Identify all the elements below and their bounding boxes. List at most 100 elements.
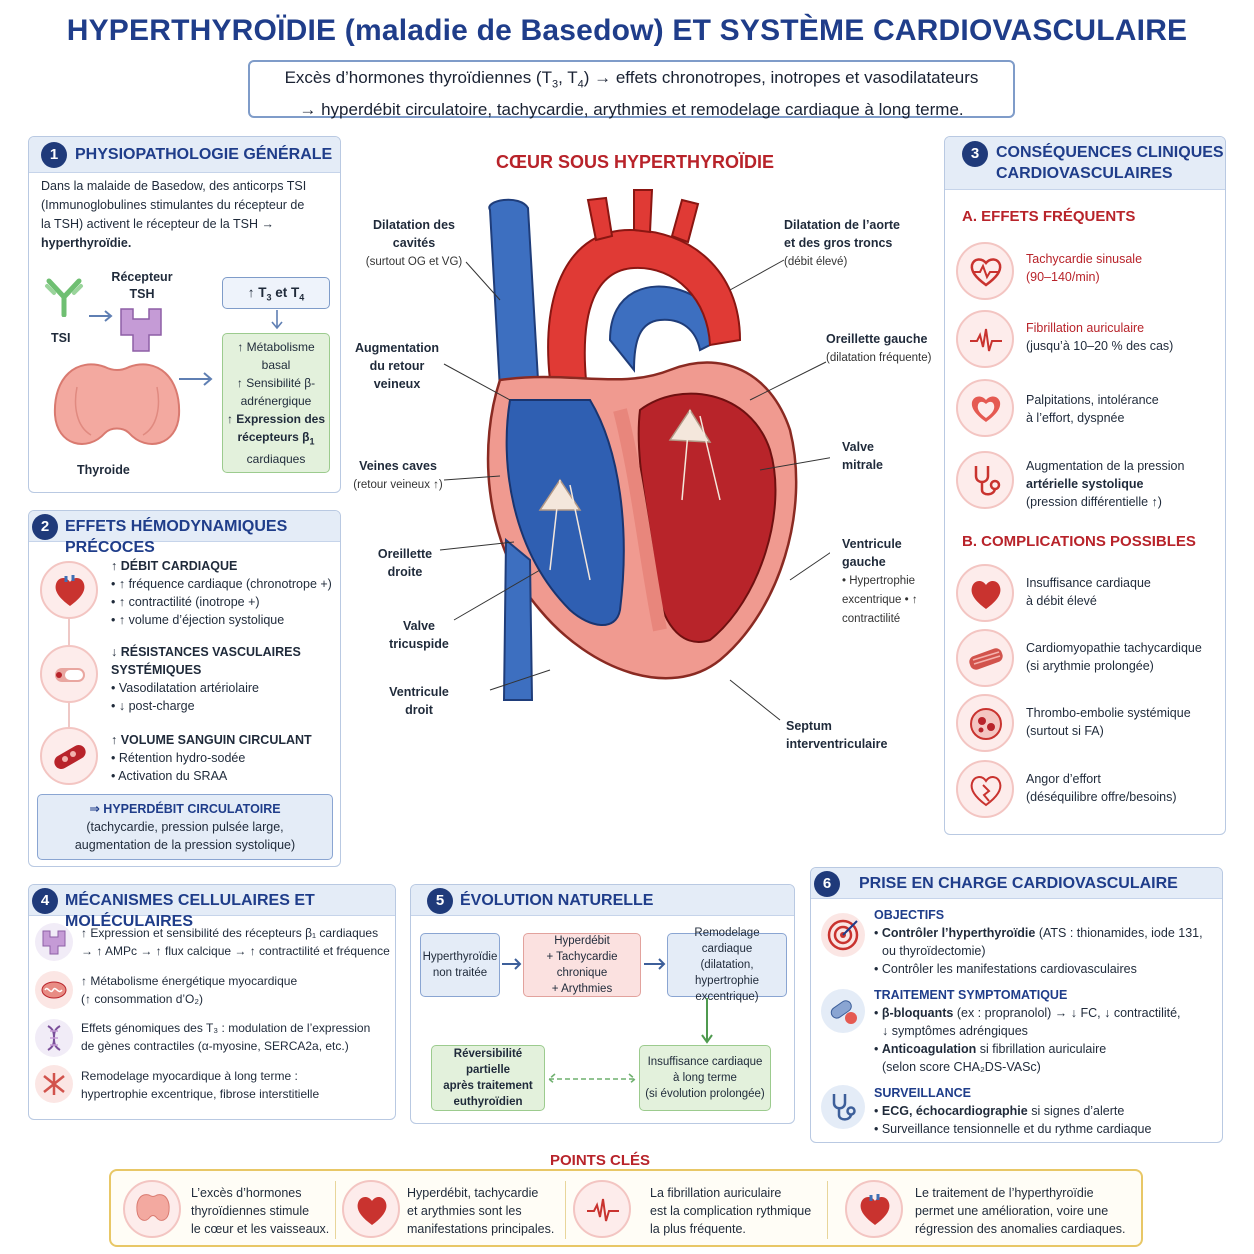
label-oreillette-gauche: Oreillette gauche(dilatation fréquente): [826, 332, 932, 364]
heart-rate-icon: [956, 242, 1014, 300]
heart-icon: [342, 1180, 400, 1238]
hyperdebit-result-box: ⇒ HYPERDÉBIT CIRCULATOIRE (tachycardie, …: [37, 794, 333, 860]
target-icon: [821, 913, 865, 957]
panel-hemodynamic: 2 EFFETS HÉMODYNAMIQUES PRÉCOCES ↑ DÉBIT…: [28, 510, 341, 867]
angina-heart-icon: [956, 760, 1014, 818]
hemo-item-1: ↑ DÉBIT CARDIAQUE • ↑ fréquence cardiaqu…: [111, 559, 332, 627]
panel-physiopathology: 1 PHYSIOPATHOLOGIE GÉNÉRALE Dans la mala…: [28, 136, 341, 493]
clinical-a-2: Fibrillation auriculaire(jusqu’à 10–20 %…: [1026, 321, 1174, 353]
flow-hyperdebit: Hyperdébit+ Tachycardie chronique+ Aryth…: [523, 933, 641, 997]
arrow-icon: [179, 372, 213, 386]
mechanism-4: Remodelage myocardique à long terme :hyp…: [81, 1069, 320, 1101]
arrow-icon: [502, 958, 522, 970]
heart-illustration: [486, 189, 798, 701]
intro-box: Excès d’hormones thyroïdiennes (T3, T4) …: [248, 60, 1015, 119]
key-points-title: POINTS CLÉS: [549, 1152, 650, 1169]
section-title: PHYSIOPATHOLOGIE GÉNÉRALE: [75, 146, 333, 163]
flow-remodeling: Remodelage cardiaque(dilatation, hypertr…: [667, 927, 787, 1003]
panel-header: 2 EFFETS HÉMODYNAMIQUES PRÉCOCES: [29, 511, 340, 556]
hormone-box: ↑ T3 et T4: [222, 277, 330, 309]
label-ventricule-gauche: Ventricule gauche• Hypertrophie excentri…: [842, 537, 918, 625]
section-number: 3: [962, 141, 988, 167]
vessel-icon: [40, 645, 98, 703]
leader-lines: [439, 259, 830, 721]
mechanism-3: Effets génomiques des T₃ : modulation de…: [81, 1021, 371, 1053]
intro-line-2: → hyperdébit circulatoire, tachycardie, …: [299, 100, 964, 120]
label-oreillette-droite: Oreillette droite: [377, 547, 433, 579]
thyroid-label: Thyroide: [77, 463, 130, 477]
dna-icon: [35, 1019, 73, 1057]
management-treatment: TRAITEMENT SYMPTOMATIQUE • β-bloquants (…: [874, 988, 1181, 1074]
hemo-item-2: ↓ RÉSISTANCES VASCULAIRES SYSTÉMIQUES • …: [111, 645, 301, 713]
stethoscope-icon: [956, 451, 1014, 509]
section-title: MÉCANISMES CELLULAIRES ET MOLÉCULAIRES: [65, 892, 315, 930]
clinical-b-4: Angor d’effort(déséquilibre offre/besoin…: [1026, 772, 1177, 804]
hemo-item-3: ↑ VOLUME SANGUIN CIRCULANT • Rétention h…: [111, 733, 312, 783]
physio-text: Dans la malaide de Basedow, des anticorp…: [41, 179, 307, 250]
intro-line-1: Excès d’hormones thyroïdiennes (T3, T4) …: [284, 68, 979, 91]
effects-box: ↑ Métabolisme basal ↑ Sensibilité β-adré…: [222, 333, 330, 473]
blood-vessel-icon: [40, 727, 98, 785]
section-number: 2: [32, 514, 58, 540]
label-ventricule-droit: Ventricule droit: [389, 685, 449, 717]
ecg-icon: [573, 1180, 631, 1238]
label-dilatation-cavites: Dilatation des cavités(surtout OG et VG): [365, 218, 463, 268]
subsection-a-title: A. EFFETS FRÉQUENTS: [962, 208, 1136, 225]
divider: [565, 1181, 566, 1239]
section-number: 4: [32, 888, 58, 914]
divider: [827, 1181, 828, 1239]
mechanism-1: ↑ Expression et sensibilité des récepteu…: [81, 926, 390, 958]
palpitation-heart-icon: [956, 379, 1014, 437]
heart-icon: [845, 1180, 903, 1238]
mitochondria-icon: [35, 971, 73, 1009]
thyroid-icon: [53, 363, 181, 445]
antibody-icon: [45, 278, 83, 317]
label-septum: Septum interventriculaire: [786, 719, 888, 751]
section-number: 1: [41, 142, 67, 168]
section-title: ÉVOLUTION NATURELLE: [460, 892, 654, 909]
label-dilatation-aorte: Dilatation de l’aorte et des gros troncs…: [784, 218, 900, 268]
management-surveillance: SURVEILLANCE • ECG, échocardiographie si…: [874, 1086, 1152, 1136]
thyroid-icon: [123, 1180, 181, 1238]
section-title: PRISE EN CHARGE CARDIOVASCULAIRE: [859, 875, 1178, 892]
subsection-b-title: B. COMPLICATIONS POSSIBLES: [962, 533, 1196, 550]
panel-header: 6 PRISE EN CHARGE CARDIOVASCULAIRE: [811, 868, 1222, 899]
panel-header: 5 ÉVOLUTION NATURELLE: [411, 885, 794, 916]
label-valve-tricuspide: Valve tricuspide: [389, 619, 449, 651]
panel-header: 1 PHYSIOPATHOLOGIE GÉNÉRALE: [29, 137, 340, 173]
clinical-b-2: Cardiomyopathie tachycardique(si arythmi…: [1026, 641, 1202, 673]
panel-management: 6 PRISE EN CHARGE CARDIOVASCULAIRE OBJEC…: [810, 867, 1223, 1143]
divider: [335, 1181, 336, 1239]
receptor-icon: [35, 923, 73, 961]
clinical-b-3: Thrombo-embolie systémique(surtout si FA…: [1026, 706, 1191, 738]
panel-mechanisms: 4 MÉCANISMES CELLULAIRES ET MOLÉCULAIRES…: [28, 884, 396, 1120]
mechanism-2: ↑ Métabolisme énergétique myocardique(↑ …: [81, 974, 298, 1006]
page-title: HYPERTHYROÏDIE (maladie de Basedow) ET S…: [66, 14, 1188, 47]
thrombus-icon: [956, 694, 1014, 752]
label-valve-mitrale: Valve mitrale: [842, 440, 883, 472]
arrow-down-icon: [271, 310, 283, 330]
section-title: EFFETS HÉMODYNAMIQUES PRÉCOCES: [65, 518, 288, 556]
muscle-fiber-icon: [956, 629, 1014, 687]
fibrosis-icon: [35, 1065, 73, 1103]
tsi-label: TSI: [51, 331, 71, 345]
bidirectional-arrow-icon: [547, 1073, 637, 1085]
panel-evolution: 5 ÉVOLUTION NATURELLE Hyperthyroïdie non…: [410, 884, 795, 1124]
arrow-down-icon: [701, 998, 713, 1044]
receptor-icon: [120, 308, 162, 352]
label-retour-veineux: Augmentation du retour veineux: [354, 341, 440, 391]
arrow-icon: [644, 958, 666, 970]
management-objectives: OBJECTIFS • Contrôler l’hyperthyroïdie (…: [874, 908, 1203, 976]
